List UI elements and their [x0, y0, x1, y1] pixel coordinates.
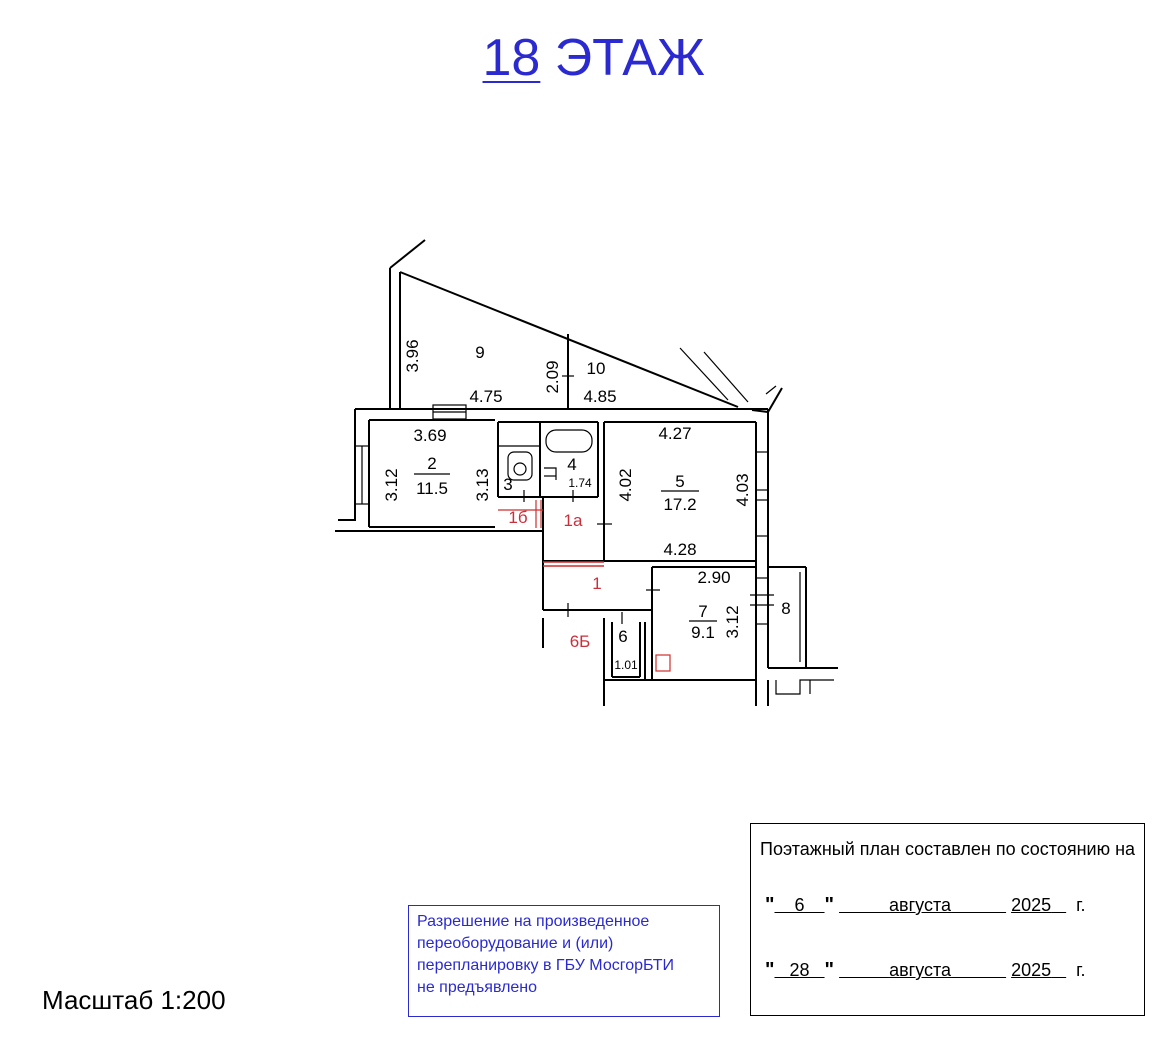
scale-label: Масштаб 1:200 [42, 985, 226, 1015]
stamp-title: Поэтажный план составлен по состоянию на [760, 839, 1136, 859]
date2-month: августа [889, 960, 952, 980]
dim-4-27: 4.27 [658, 424, 691, 443]
fixtures [507, 429, 593, 481]
room-4-number: 4 [567, 455, 576, 474]
dim-3-69: 3.69 [413, 426, 446, 445]
date1-day: 6 [794, 895, 805, 915]
date-row-1: " 6 " августа 2025 г. [765, 894, 1086, 916]
date2-day: 28 [789, 960, 810, 980]
date1-month: августа [889, 895, 952, 915]
dim-3-12-room2: 3.12 [382, 468, 401, 501]
room-10-number: 10 [587, 359, 606, 378]
room-1b-number: 1б [508, 508, 527, 527]
room-9-number: 9 [475, 343, 484, 362]
date-row-2: " 28 " августа 2025 г. [765, 959, 1086, 981]
floor-number: 18 [482, 29, 541, 87]
date1-year: 2025 [1011, 895, 1052, 915]
apartment-walls [335, 408, 838, 706]
notice-line: перепланировку в ГБУ МосгорБТИ [417, 957, 675, 974]
dim-2-09: 2.09 [543, 360, 562, 393]
dimension-ticks [523, 490, 660, 624]
dim-4-03: 4.03 [733, 473, 752, 506]
balcony-walls [389, 239, 783, 414]
notice-box: Разрешение на произведенное переоборудов… [408, 905, 720, 1017]
room-6-area: 1.01 [614, 658, 638, 672]
dim-3-96: 3.96 [403, 339, 422, 372]
red-marks [498, 500, 671, 672]
room-2-area: 11.5 [416, 479, 448, 498]
room-6b-number: 6Б [570, 632, 591, 651]
dim-2-90: 2.90 [697, 568, 730, 587]
dim-4-85: 4.85 [583, 387, 616, 406]
room-7-area: 9.1 [691, 623, 715, 642]
notice-line: переоборудование и (или) [417, 935, 614, 952]
room-1-number: 1 [592, 574, 601, 593]
windows [354, 404, 774, 625]
floor-word: ЭТАЖ [540, 29, 705, 87]
room-7-number: 7 [698, 602, 707, 621]
dim-3-13: 3.13 [473, 468, 492, 501]
stamp-box: Поэтажный план составлен по состоянию на… [750, 823, 1145, 1016]
date2-suffix: г. [1076, 960, 1086, 980]
room-5-area: 17.2 [663, 495, 696, 514]
date1-suffix: г. [1076, 895, 1086, 915]
dim-4-28: 4.28 [663, 540, 696, 559]
dim-4-02: 4.02 [616, 468, 635, 501]
room-2-number: 2 [427, 454, 436, 473]
dim-4-75: 4.75 [469, 387, 502, 406]
room-1a-number: 1а [564, 511, 583, 530]
notice-line: не предъявлено [417, 979, 538, 996]
dim-3-12-room7: 3.12 [723, 605, 742, 638]
room-6-number: 6 [618, 627, 627, 646]
notice-line: Разрешение на произведенное [417, 913, 650, 930]
room-8-number: 8 [781, 599, 790, 618]
date2-year: 2025 [1011, 960, 1052, 980]
room-4-area: 1.74 [568, 476, 592, 490]
floor-title: 18 ЭТАЖ [0, 28, 1173, 88]
room-5-number: 5 [675, 472, 684, 491]
room-3-number: 3 [503, 475, 512, 494]
